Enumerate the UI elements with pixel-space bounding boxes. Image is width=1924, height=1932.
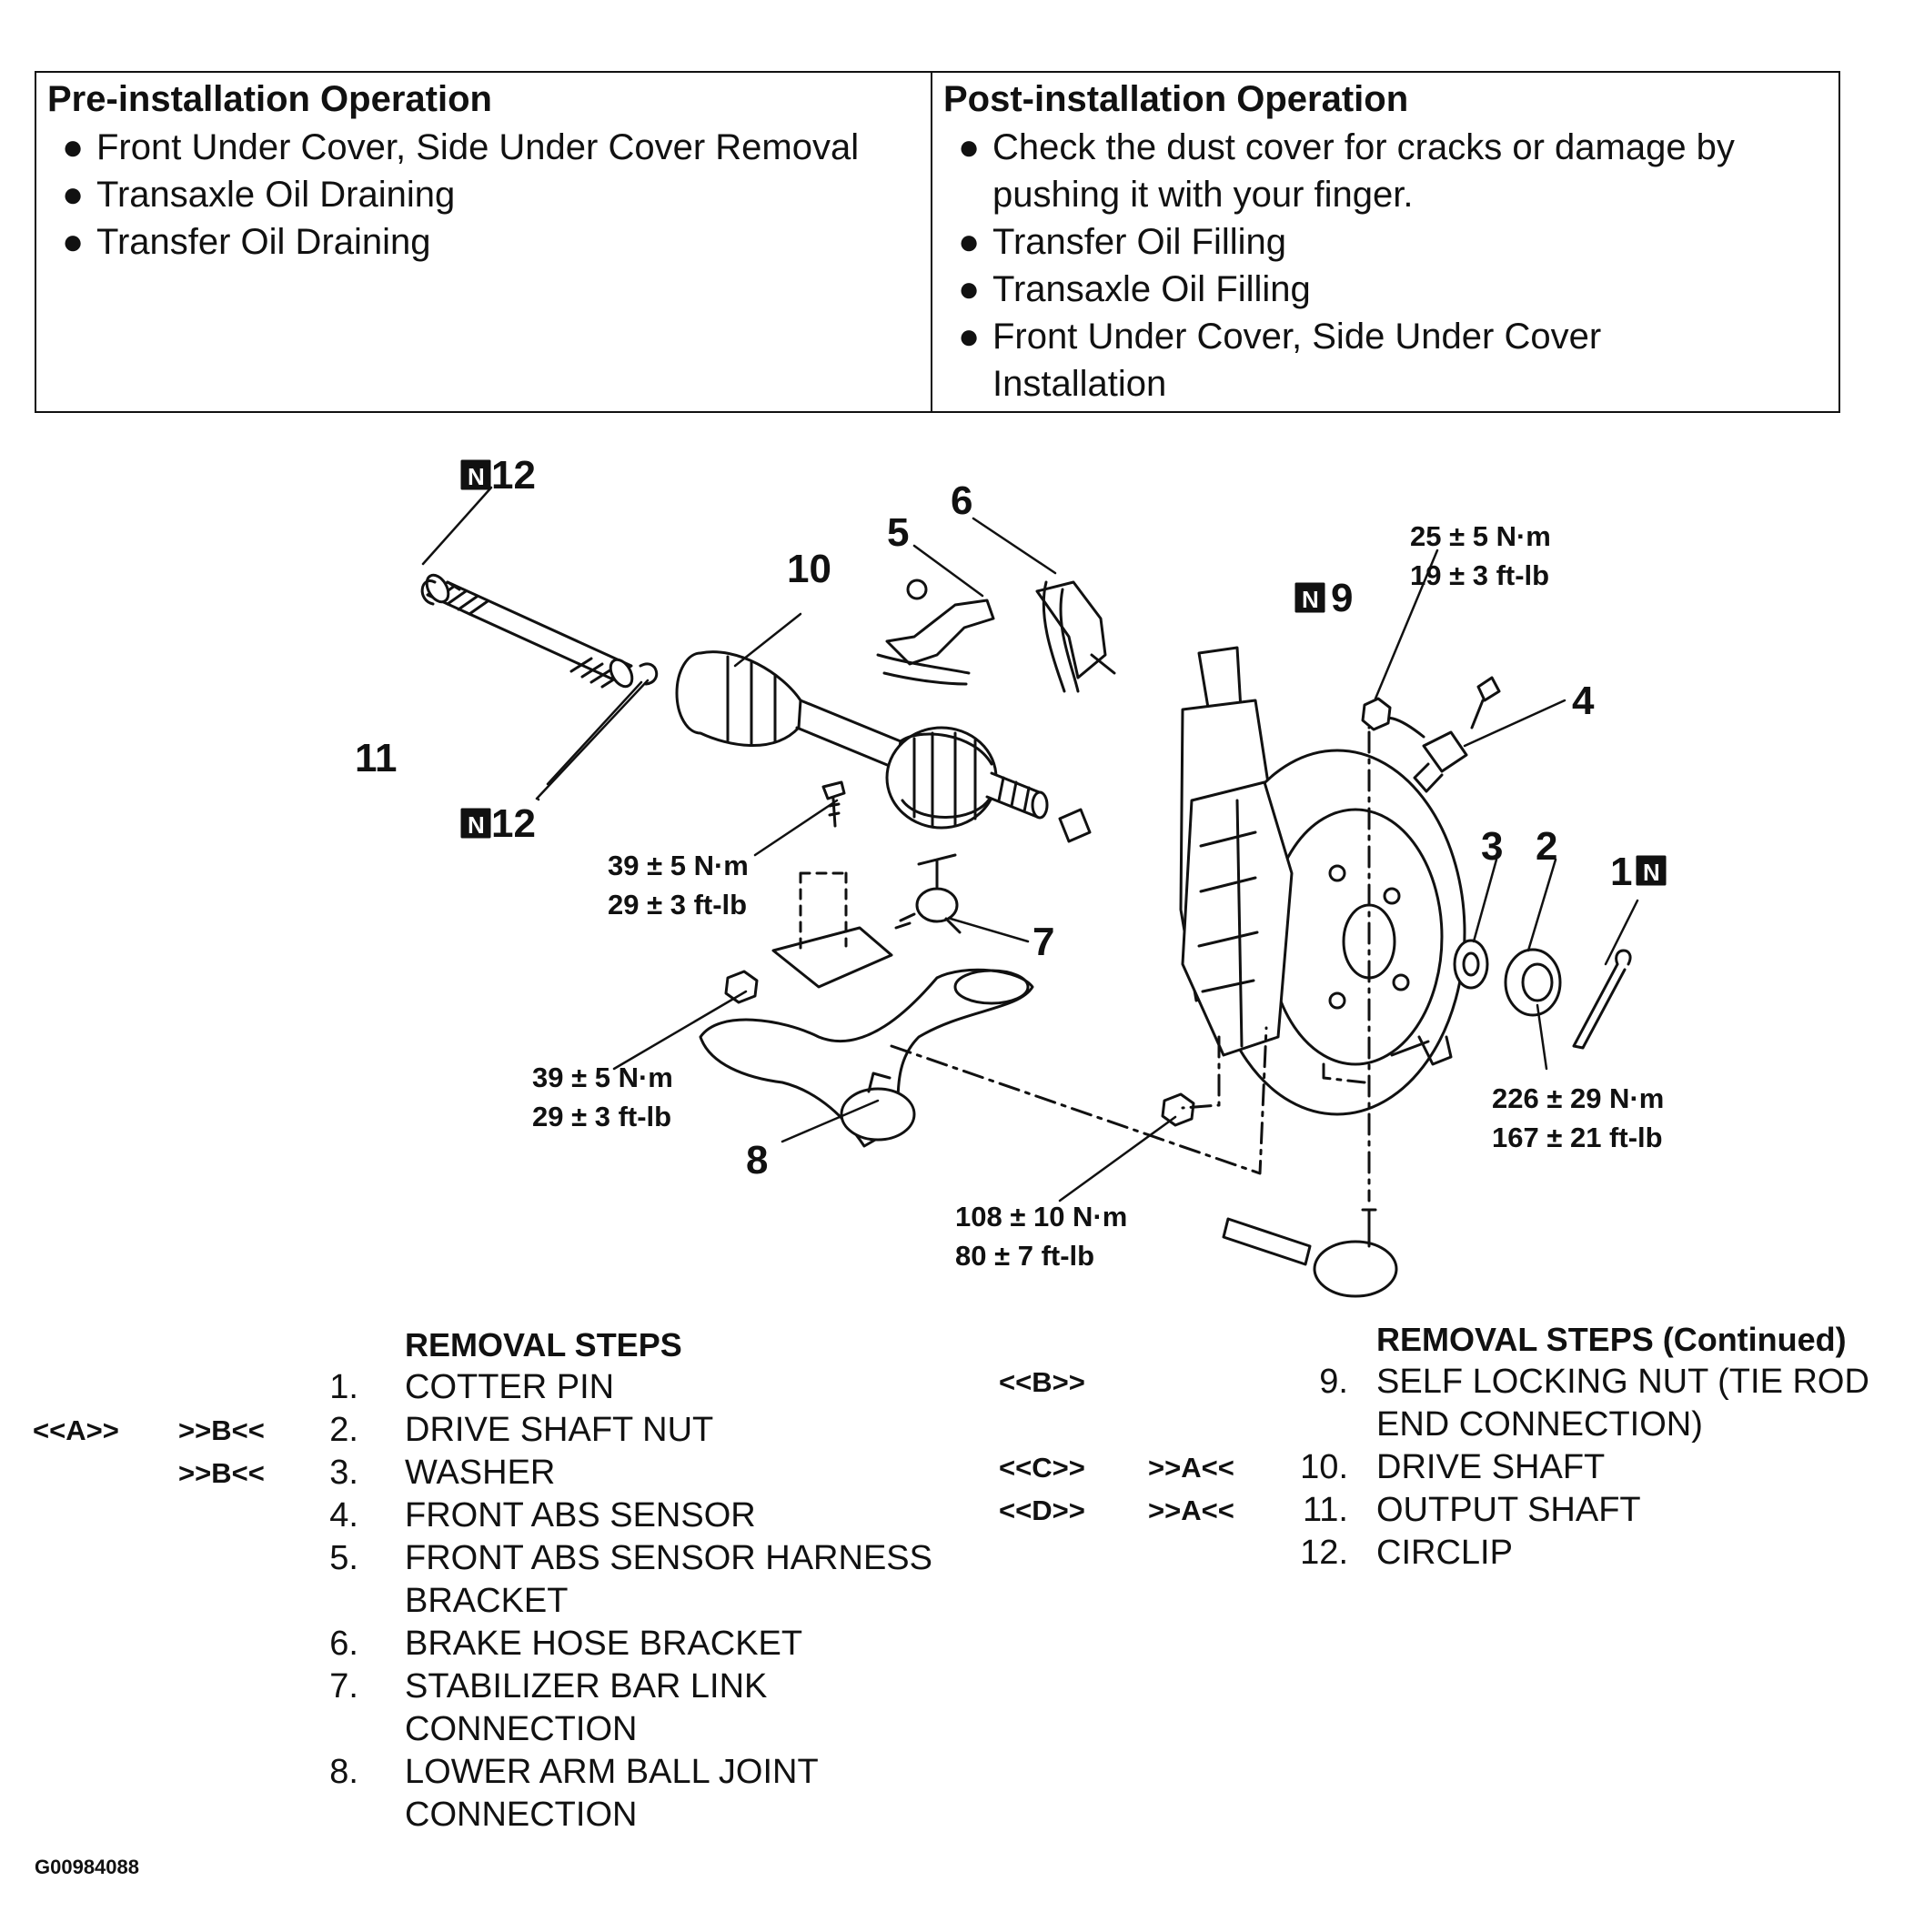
callout-12-bottom: 12 [491, 801, 536, 846]
list-item: ●Transfer Oil Draining [47, 218, 920, 266]
callout-4: 4 [1572, 679, 1595, 723]
list-item: ●Transfer Oil Filling [943, 218, 1828, 266]
post-installation-list: ●Check the dust cover for cracks or dama… [943, 124, 1828, 408]
torque-n9-nm: 25 ± 5 N·m [1410, 520, 1551, 552]
exploded-parts-diagram: N 12 11 N 12 10 5 6 N 9 4 3 2 1 N 7 8 25… [355, 453, 1667, 1298]
caliper-bolt-icon [1390, 1035, 1453, 1066]
leader-lines [421, 486, 1639, 1202]
clip-icon [1058, 808, 1092, 843]
new-part-mark: N [468, 463, 485, 490]
cotter-pin-icon [1572, 949, 1632, 1050]
circlip-illustration [420, 579, 659, 686]
balljoint-nut-icon [1161, 1092, 1195, 1127]
callout-9: 9 [1331, 576, 1353, 620]
bullet-icon: ● [958, 127, 981, 167]
torque-bracket-bolt-ftlb: 29 ± 3 ft-lb [608, 889, 747, 921]
new-part-mark: N [468, 811, 485, 839]
bullet-icon: ● [62, 222, 85, 262]
callout-7: 7 [1033, 920, 1054, 964]
torque-n9-ftlb: 19 ± 3 ft-lb [1410, 559, 1549, 591]
callouts: N 12 11 N 12 10 5 6 N 9 4 3 2 1 N 7 8 [355, 453, 1667, 1182]
list-item: ●Transaxle Oil Draining [47, 171, 920, 218]
list-item: ●Front Under Cover, Side Under Cover [943, 313, 1828, 360]
drive-shaft-nut-illustration [1504, 948, 1562, 1017]
list-item: ●Transaxle Oil Filling [943, 266, 1828, 313]
tie-rod-end-illustration [1222, 1208, 1398, 1298]
callout-5: 5 [887, 510, 909, 555]
torque-link-nut-ftlb: 29 ± 3 ft-lb [532, 1101, 671, 1132]
callout-12-top: 12 [491, 453, 536, 498]
callout-11: 11 [355, 736, 398, 780]
removal-steps-heading: REMOVAL STEPS [405, 1326, 682, 1363]
callout-1: 1 [1610, 850, 1632, 894]
torque-link-nut-nm: 39 ± 5 N·m [532, 1062, 673, 1093]
list-item-continuation: pushing it with your finger. [992, 175, 1414, 215]
callout-8: 8 [746, 1138, 768, 1182]
callout-2: 2 [1536, 824, 1557, 869]
bracket-plate-icon [771, 926, 893, 989]
callout-10: 10 [787, 547, 831, 591]
new-part-mark: N [1643, 859, 1660, 886]
link-nut-icon [724, 970, 759, 1004]
new-part-mark: N [1302, 586, 1319, 613]
drive-shaft-illustration [675, 650, 1049, 830]
pre-installation-column: Pre-installation Operation ●Front Under … [36, 73, 932, 411]
bracket-bolt-illustration [821, 780, 846, 828]
removal-steps-continued-heading: REMOVAL STEPS (Continued) [1376, 1321, 1847, 1358]
pre-installation-heading: Pre-installation Operation [47, 79, 492, 119]
abs-harness-bracket-illustration [876, 579, 995, 686]
torque-specs: 25 ± 5 N·m 19 ± 3 ft-lb 39 ± 5 N·m 29 ± … [532, 520, 1664, 1272]
operations-table: Pre-installation Operation ●Front Under … [35, 71, 1840, 413]
figure-id: G00984088 [35, 1856, 139, 1878]
torque-hub-nut-ftlb: 167 ± 21 ft-lb [1492, 1122, 1663, 1153]
assembly-guide-lines [890, 730, 1371, 1202]
torque-balljoint-nut-nm: 108 ± 10 N·m [955, 1201, 1127, 1233]
post-installation-heading: Post-installation Operation [943, 79, 1409, 119]
post-installation-column: Post-installation Operation ●Check the d… [932, 73, 1838, 411]
callout-6: 6 [951, 478, 972, 523]
bullet-icon: ● [958, 222, 981, 262]
output-shaft-illustration [425, 573, 634, 689]
callout-3: 3 [1481, 824, 1503, 869]
new-part-mark-icon [1636, 855, 1667, 886]
bullet-icon: ● [62, 127, 85, 167]
torque-balljoint-nut-ftlb: 80 ± 7 ft-lb [955, 1240, 1094, 1272]
new-part-mark-icon [1294, 582, 1325, 613]
list-item: ●Front Under Cover, Side Under Cover Rem… [47, 124, 920, 171]
washer-illustration [1453, 939, 1489, 990]
new-part-mark-icon [460, 459, 491, 490]
bullet-icon: ● [958, 317, 981, 357]
list-item: ●Check the dust cover for cracks or dama… [943, 124, 1828, 171]
torque-bracket-bolt-nm: 39 ± 5 N·m [608, 850, 749, 881]
torque-hub-nut-nm: 226 ± 29 N·m [1492, 1082, 1664, 1114]
pre-installation-list: ●Front Under Cover, Side Under Cover Rem… [47, 124, 920, 266]
lower-arm-illustration [699, 968, 1034, 1148]
brake-hose-bracket-illustration [1035, 580, 1116, 693]
new-part-mark-icon [460, 808, 491, 839]
bullet-icon: ● [62, 175, 85, 215]
bullet-icon: ● [958, 269, 981, 309]
self-locking-nut-icon [1361, 697, 1392, 731]
list-item-continuation: Installation [992, 364, 1167, 404]
stabilizer-link-illustration [894, 853, 962, 934]
